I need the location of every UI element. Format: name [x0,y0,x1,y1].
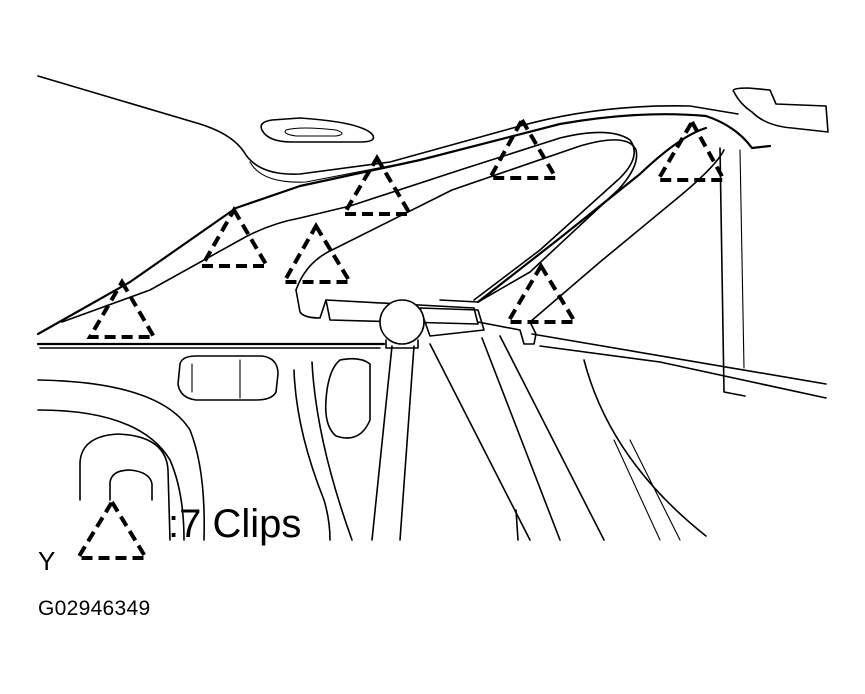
seatbelt-anchor-base [385,339,419,349]
figure-code: G02946349 [38,597,151,620]
clip-marker-4 [340,154,414,216]
door-frame-rear-line [499,335,605,541]
door-handle-recess-inner [191,359,241,399]
rear-window-bottom-edge [531,333,827,385]
view-letter: Y [38,546,56,576]
c-pillar-rear-edge [529,149,725,323]
lower-panel-contour-3 [293,369,331,541]
wheel-arch-outer [79,433,171,541]
clip-marker-3 [280,222,354,284]
clip-marker-7 [504,262,579,324]
wheel-arch-inner [109,469,153,501]
seatbelt-anchor-knob [379,299,425,345]
door-frame-extra-line [613,439,661,541]
seatbelt-guide-bracket [419,307,485,337]
pillar-garnish-inner [61,131,636,323]
seatbelt-strap-right [399,345,415,541]
pillar-notch [477,321,537,345]
legend-label: :7 Clips [168,502,302,546]
quarter-window-outline [295,139,638,303]
rear-pillar-vertical [719,147,746,397]
roof-headliner-edge [37,75,739,175]
rear-pillar-vertical-inner [739,149,745,369]
door-frame-middle-line [481,337,561,541]
door-frame-extra-line-2 [629,439,681,541]
side-trim-panel [324,357,371,439]
lower-panel-contour-2 [37,409,185,541]
seatbelt-strap-left [371,345,393,541]
pillar-step [295,289,327,319]
lower-panel-contour-1 [37,379,206,541]
roof-grab-recess-inner [284,127,343,137]
headliner-lower-contour [249,159,421,183]
door-frame-front-line [429,343,531,541]
door-frame-bottom-stub [515,509,519,541]
rear-window-lower-edge [539,345,827,399]
door-handle-recess-outer [177,355,279,401]
clip-marker-1 [86,278,158,339]
rear-roof-bracket [732,87,829,133]
pillar-garnish-outer [36,113,772,336]
lower-panel-contour-4 [311,361,353,541]
legend-clip-symbol [74,498,150,560]
roof-grab-recess [260,117,375,143]
clip-marker-2 [198,206,271,268]
rear-door-edge-curve [583,359,707,537]
